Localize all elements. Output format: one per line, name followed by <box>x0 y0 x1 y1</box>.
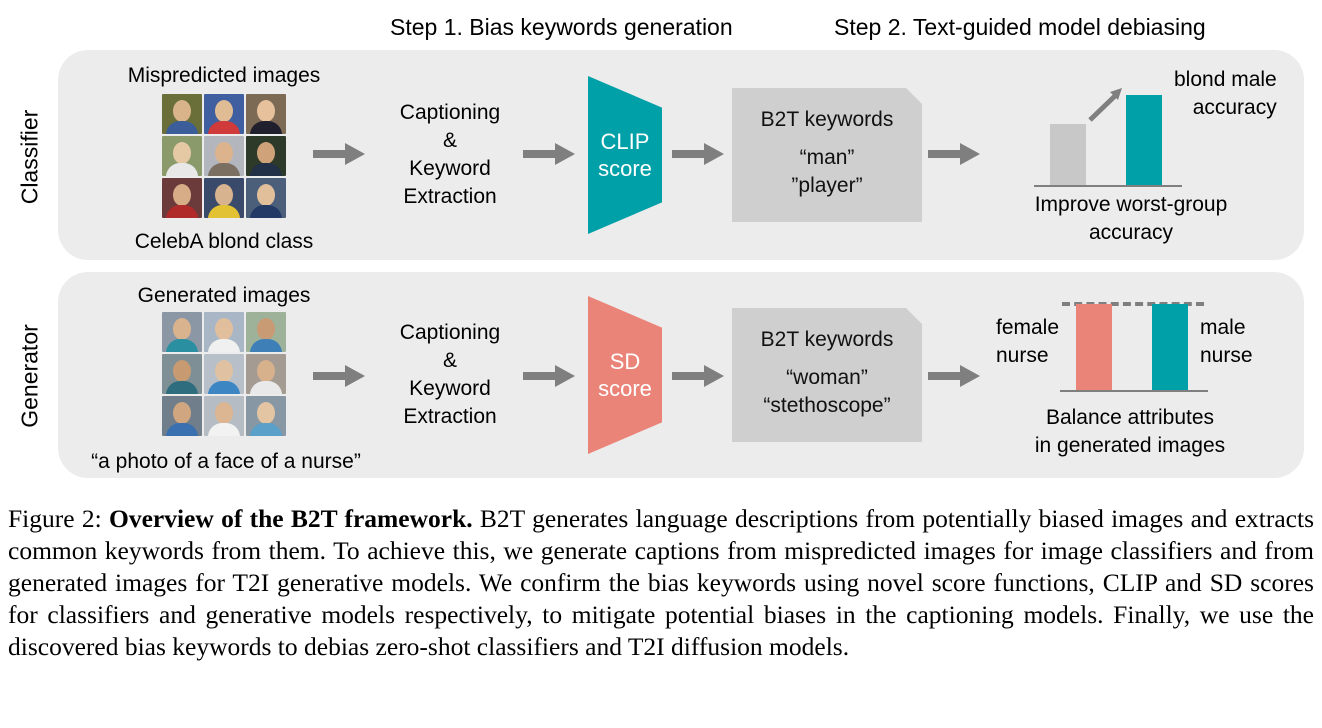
arrow-right-icon <box>523 143 575 165</box>
face-thumbnail <box>246 396 286 436</box>
keywords-title: B2T keywords <box>760 108 894 131</box>
face-thumbnail <box>162 178 202 218</box>
keyword-item: “woman” <box>786 366 868 389</box>
increase-arrow-icon <box>1088 88 1122 122</box>
arrow-right-icon <box>313 143 365 165</box>
classifier-row-label: Classifier <box>16 109 43 205</box>
clip-score-label: CLIP <box>600 129 650 154</box>
face-thumbnail <box>246 354 286 394</box>
male-nurse-line: nurse <box>1200 344 1253 367</box>
face-thumbnail <box>162 354 202 394</box>
nurse-image-grid <box>162 312 286 436</box>
female-nurse-line: female <box>996 316 1060 339</box>
improved-accuracy-bar <box>1126 95 1162 186</box>
captioning-line: & <box>442 129 457 152</box>
figure-label: Figure 2: <box>8 504 102 533</box>
face-thumbnail <box>204 354 244 394</box>
face-thumbnail <box>246 312 286 352</box>
figure-caption: Figure 2: Overview of the B2T framework.… <box>8 503 1314 663</box>
balance-target-line <box>1062 302 1204 306</box>
keywords-title: B2T keywords <box>760 328 894 351</box>
arrow-right-icon <box>672 143 724 165</box>
sd-score-label: score <box>598 376 652 401</box>
arrow-right-icon <box>523 365 575 387</box>
generator-keywords-box: B2T keywords “woman” “stethoscope” <box>732 308 922 442</box>
face-thumbnail <box>162 94 202 134</box>
classifier-result-label: blond male accuracy <box>1174 66 1277 122</box>
clip-score-label: score <box>598 156 652 181</box>
arrow-right-icon <box>672 365 724 387</box>
sd-score-label: SD <box>609 349 641 374</box>
face-thumbnail <box>204 396 244 436</box>
result-text-line: accuracy <box>1088 221 1174 244</box>
male-nurse-bar <box>1152 304 1188 391</box>
bar-baseline-line <box>1034 185 1182 187</box>
female-nurse-line: nurse <box>996 344 1049 367</box>
captioning-line: Captioning <box>399 321 501 344</box>
classifier-captioning-step: Captioning & Keyword Extraction <box>375 99 525 211</box>
male-nurse-label: male nurse <box>1200 314 1253 370</box>
generator-images-caption: “a photo of a face of a nurse” <box>91 450 361 473</box>
keyword-item: “man” <box>799 146 855 169</box>
face-thumbnail <box>246 136 286 176</box>
generator-result-text: Balance attributes in generated images <box>1035 404 1225 460</box>
keyword-item: “stethoscope” <box>763 394 891 417</box>
face-thumbnail <box>204 312 244 352</box>
figure-caption-title: Overview of the B2T framework. <box>109 504 473 533</box>
captioning-line: Extraction <box>403 185 497 208</box>
captioning-line: Keyword <box>409 377 491 400</box>
face-thumbnail <box>246 94 286 134</box>
captioning-line: & <box>442 349 457 372</box>
face-thumbnail <box>162 396 202 436</box>
celeba-image-grid <box>162 94 286 218</box>
sd-score-box: SD score <box>588 296 662 454</box>
step1-title: Step 1. Bias keywords generation <box>390 14 733 40</box>
generator-captioning-step: Captioning & Keyword Extraction <box>375 319 525 431</box>
result-label-line: blond male <box>1174 68 1277 91</box>
baseline-accuracy-bar <box>1050 124 1086 186</box>
captioning-line: Captioning <box>399 101 501 124</box>
bar-baseline-line <box>1060 390 1208 392</box>
result-label-line: accuracy <box>1192 96 1277 119</box>
arrow-right-icon <box>928 365 980 387</box>
face-thumbnail <box>204 136 244 176</box>
classifier-result-text: Improve worst-group accuracy <box>1035 191 1228 247</box>
face-thumbnail <box>162 312 202 352</box>
female-nurse-label: female nurse <box>996 314 1059 370</box>
classifier-images-title: Mispredicted images <box>127 64 321 87</box>
keyword-item: ”player” <box>791 174 863 197</box>
classifier-images-caption: CelebA blond class <box>134 230 314 253</box>
male-nurse-line: male <box>1200 316 1246 339</box>
arrow-right-icon <box>928 143 980 165</box>
generator-row-label: Generator <box>16 324 43 428</box>
result-text-line: in generated images <box>1034 434 1226 457</box>
classifier-keywords-box: B2T keywords “man” ”player” <box>732 88 922 222</box>
face-thumbnail <box>162 136 202 176</box>
step2-title: Step 2. Text-guided model debiasing <box>834 14 1206 40</box>
figure-caption-body: B2T generates language descriptions from… <box>8 504 1315 661</box>
captioning-line: Keyword <box>409 157 491 180</box>
result-text-line: Balance attributes <box>1045 406 1215 429</box>
captioning-line: Extraction <box>403 405 497 428</box>
face-thumbnail <box>246 178 286 218</box>
result-text-line: Improve worst-group <box>1034 193 1228 216</box>
face-thumbnail <box>204 178 244 218</box>
face-thumbnail <box>204 94 244 134</box>
generator-images-title: Generated images <box>137 284 311 307</box>
female-nurse-bar <box>1076 304 1112 391</box>
arrow-right-icon <box>313 365 365 387</box>
